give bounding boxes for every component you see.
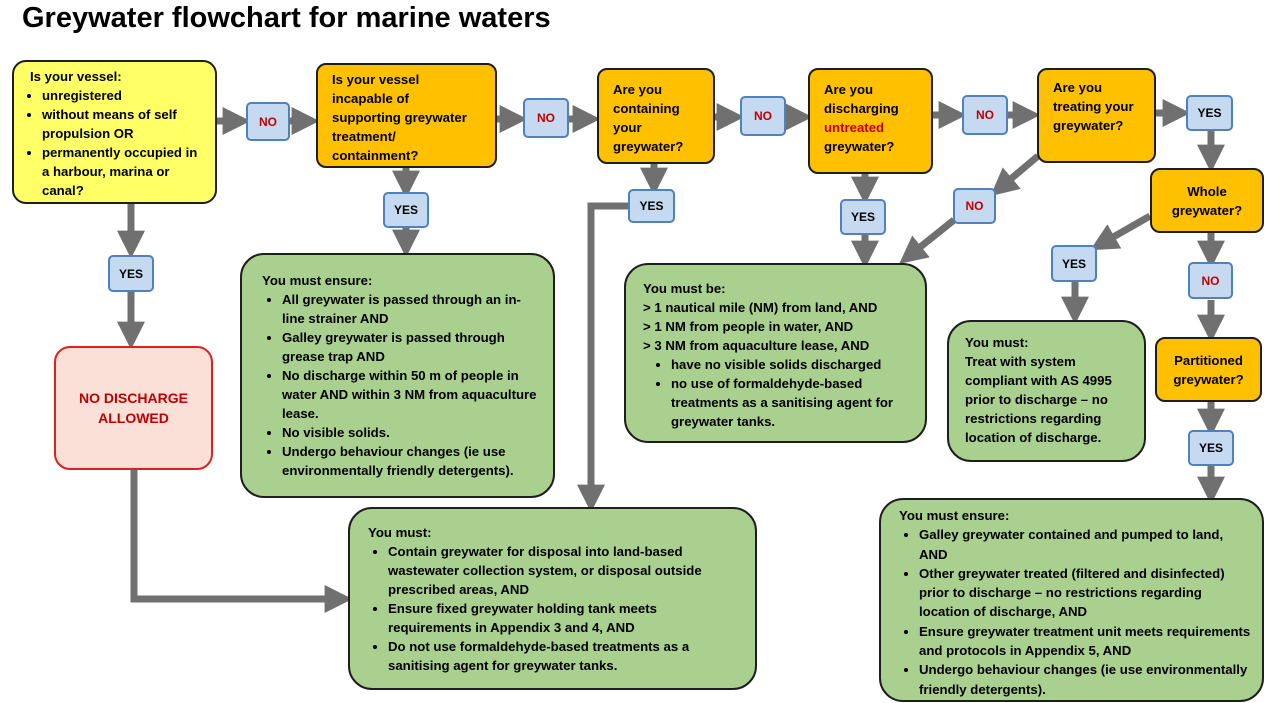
question-partitioned-greywater: Partitioned greywater? [1155,337,1262,402]
requirements-heading: You must: [368,525,432,540]
question-treating-text: Are you treating your greywater? [1053,80,1134,133]
distance-requirement: > 1 nautical mile (NM) from land, AND [643,300,878,315]
requirements-partitioned: You must ensure: Galley greywater contai… [879,498,1264,702]
question-vessel-heading: Is your vessel: [30,69,122,84]
label-no-q4: NO [962,95,1008,135]
requirement-item: Ensure greywater treatment unit meets re… [919,622,1252,661]
requirement-item: Undergo behaviour changes (ie use enviro… [282,442,539,480]
question-containing-text: Are you containing your greywater? [613,82,684,154]
requirements-heading: You must ensure: [899,508,1010,523]
question-discharging-highlight: untreated [824,120,885,135]
question-incapable-support: Is your vessel incapable of supporting g… [316,63,497,168]
page-title: Greywater flowchart for marine waters [22,2,551,34]
no-discharge-text: NO DISCHARGE ALLOWED [79,390,188,426]
question-partitioned-text: Partitioned greywater? [1173,352,1244,387]
label-no-q1: NO [246,102,290,141]
vessel-condition-item: without means of self propulsion OR [42,105,207,143]
question-vessel-status: Is your vessel: unregistered without mea… [12,60,217,204]
vessel-condition-item: permanently occupied in a harbour, marin… [42,143,207,200]
requirement-item: All greywater is passed through an in-li… [282,290,539,328]
label-yes-q4: YES [840,199,886,235]
requirements-heading: You must ensure: [262,273,373,288]
arrow-no-mustbe [899,217,957,264]
requirement-item: no use of formaldehyde-based treatments … [671,374,915,431]
requirement-item: No visible solids. [282,423,539,442]
question-whole-text: Whole greywater? [1171,183,1243,218]
label-yes-q3: YES [628,189,675,223]
label-no-whole: NO [1188,262,1233,299]
question-incapable-text: Is your vessel incapable of supporting g… [332,72,467,163]
requirement-item: Ensure fixed greywater holding tank meet… [388,599,741,637]
question-treating: Are you treating your greywater? [1037,68,1156,163]
requirement-item: No discharge within 50 m of people in wa… [282,366,539,423]
requirements-heading: You must be: [643,281,726,296]
label-yes-q2: YES [383,192,429,228]
arrow-nodischarge-contain [130,470,353,613]
label-yes-whole: YES [1051,245,1097,282]
vessel-condition-item: unregistered [42,86,207,105]
requirements-heading: You must: [965,335,1029,350]
question-discharging-line1: Are you discharging [824,82,899,116]
treatment-requirement: Treat with system compliant with AS 4995… [965,354,1112,445]
label-no-q5: NO [953,188,996,224]
requirement-item: Do not use formaldehyde-based treatments… [388,637,741,675]
question-containing: Are you containing your greywater? [597,68,715,164]
label-yes-q1: YES [108,255,154,292]
requirements-whole-treatment: You must: Treat with system compliant wi… [947,320,1146,462]
distance-requirement: > 1 NM from people in water, AND [643,319,854,334]
requirement-item: Undergo behaviour changes (ie use enviro… [919,660,1252,699]
requirements-containment: You must: Contain greywater for disposal… [348,507,757,690]
requirement-item: Galley greywater contained and pumped to… [919,525,1252,564]
arrow-q5-no [990,153,1041,197]
requirements-untreated-discharge: You must be: > 1 nautical mile (NM) from… [624,263,927,443]
requirement-item: have no visible solids discharged [671,355,915,374]
label-no-q2: NO [523,98,569,138]
question-discharging-untreated: Are you discharging untreated greywater? [808,68,933,174]
label-no-q3: NO [740,96,786,136]
question-whole-greywater: Whole greywater? [1150,168,1264,233]
no-discharge-allowed-box: NO DISCHARGE ALLOWED [54,346,213,470]
requirement-item: Contain greywater for disposal into land… [388,542,741,599]
arrow-yes-contain [577,202,628,513]
distance-requirement: > 3 NM from aquaculture lease, AND [643,338,870,353]
question-discharging-line3: greywater? [824,139,895,154]
label-yes-q5: YES [1186,95,1233,131]
label-yes-partitioned: YES [1188,430,1234,466]
requirements-incapable-vessel: You must ensure: All greywater is passed… [240,253,555,498]
arrow-whole-yes [1090,212,1152,251]
requirement-item: Galley greywater is passed through greas… [282,328,539,366]
requirement-item: Other greywater treated (filtered and di… [919,564,1252,622]
